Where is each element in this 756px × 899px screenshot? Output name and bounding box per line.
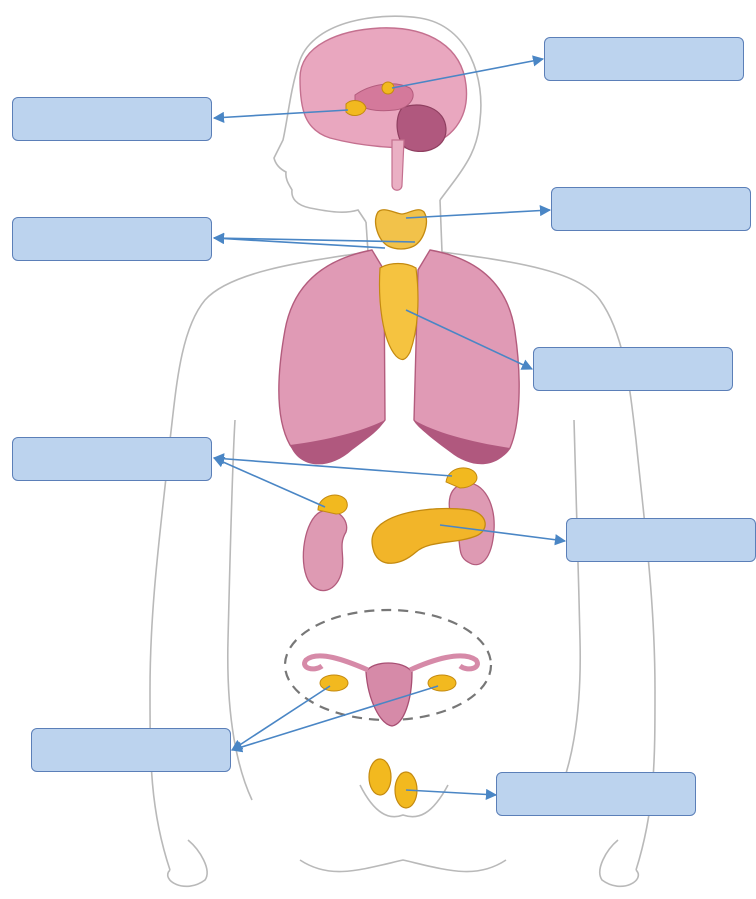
adrenal-right xyxy=(446,468,477,488)
brain xyxy=(300,28,467,190)
pituitary-gland xyxy=(346,101,366,116)
label-box-ovaries[interactable] xyxy=(31,728,231,772)
label-box-pituitary[interactable] xyxy=(12,97,212,141)
label-box-pancreas[interactable] xyxy=(566,518,756,562)
label-box-thymus[interactable] xyxy=(533,347,733,391)
label-box-thyroid[interactable] xyxy=(551,187,751,231)
testes xyxy=(369,759,417,808)
ovary-left xyxy=(320,675,348,691)
label-box-adrenal[interactable] xyxy=(12,437,212,481)
label-box-parathyroid[interactable] xyxy=(12,217,212,261)
cerebellum xyxy=(397,105,446,151)
uterus-ovaries xyxy=(305,656,478,726)
label-box-testes[interactable] xyxy=(496,772,696,816)
adrenal-left xyxy=(318,495,347,514)
label-box-pineal[interactable] xyxy=(544,37,744,81)
thymus-gland xyxy=(380,264,418,360)
thyroid-gland xyxy=(376,210,427,249)
brainstem xyxy=(392,140,404,190)
